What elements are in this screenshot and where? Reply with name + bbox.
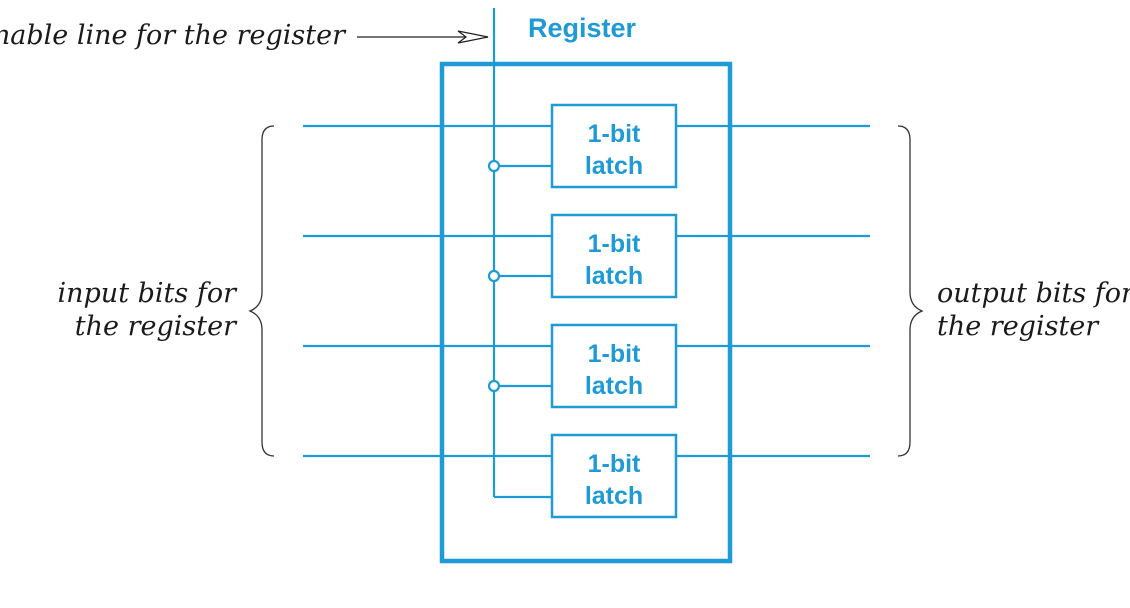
- register-title: Register: [528, 13, 637, 43]
- latch-label-line1: 1-bit: [588, 340, 641, 368]
- latch-label-line1: 1-bit: [588, 230, 641, 258]
- latch-label-line1: 1-bit: [588, 120, 641, 148]
- latch-label-line2: latch: [585, 262, 643, 290]
- junction-dot-2: [487, 269, 501, 283]
- junction-dot-3: [487, 379, 501, 393]
- output-bits-label-line1: output bits for: [937, 278, 1130, 309]
- latch-row-1: 1-bit latch: [303, 103, 870, 189]
- latch-box-3: [550, 323, 678, 409]
- latch-label-line2: latch: [585, 372, 643, 400]
- output-brace: [897, 125, 924, 457]
- junction-dot-1: [487, 159, 501, 173]
- input-bits-label-line1: input bits for: [58, 278, 239, 309]
- latch-label-line1: 1-bit: [588, 450, 641, 478]
- latch-label-line2: latch: [585, 482, 643, 510]
- input-bits-label-line2: the register: [75, 311, 238, 342]
- latch-box-1: [550, 103, 678, 189]
- latch-box-4: [550, 433, 678, 519]
- latch-label-line2: latch: [585, 152, 643, 180]
- latch-box-2: [550, 213, 678, 299]
- enable-arrow: [357, 30, 489, 44]
- latch-row-2: 1-bit latch: [303, 213, 870, 299]
- latch-row-3: 1-bit latch: [303, 323, 870, 409]
- enable-line-label: enable line for the register: [0, 20, 347, 51]
- latch-row-4: 1-bit latch: [303, 433, 870, 519]
- output-bits-label-line2: the register: [937, 311, 1100, 342]
- input-brace: [248, 125, 275, 457]
